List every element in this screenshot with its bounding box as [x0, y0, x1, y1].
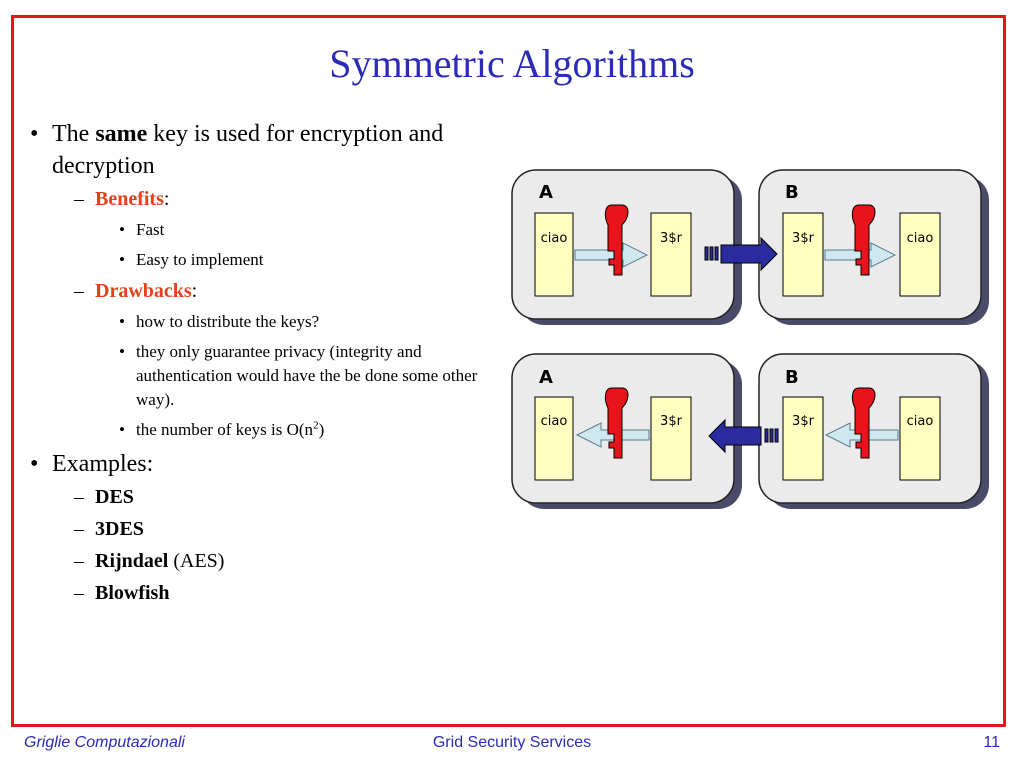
- transfer-stripe: [769, 428, 774, 443]
- dash-marker: –: [74, 582, 84, 604]
- example-item: –3DES: [30, 516, 510, 542]
- symmetric-encryption-diagram: A B ciao 3$r 3$r ciao A B ciao 3$r: [511, 169, 989, 509]
- drawback-item-keys-count: the number of keys is O(n2): [30, 418, 510, 442]
- transfer-stripe: [709, 246, 714, 261]
- footer-course-name: Griglie Computazionali: [24, 734, 185, 751]
- plaintext-label: ciao: [907, 231, 934, 246]
- bottom-row: A B ciao 3$r 3$r ciao: [511, 353, 989, 509]
- example-item: –DES: [30, 484, 510, 510]
- decrypt-arrow: [824, 242, 897, 268]
- bullet-text-suffix: key is used for encryption and decryptio…: [52, 121, 444, 179]
- example-name: Blowfish: [95, 582, 170, 604]
- bullet-examples: Examples:: [30, 448, 510, 480]
- transfer-arrow: [708, 418, 762, 454]
- panel-b-label: B: [785, 367, 799, 388]
- ciphertext-label: 3$r: [792, 414, 815, 429]
- ciphertext-document: [782, 396, 824, 481]
- keys-count-suffix: ): [318, 420, 325, 439]
- bullet-text-bold: same: [95, 121, 148, 147]
- slide-border: [11, 15, 1006, 727]
- ciphertext-label: 3$r: [660, 414, 683, 429]
- example-name: DES: [95, 486, 134, 508]
- drawback-item: how to distribute the keys?: [30, 310, 510, 334]
- example-item: –Blowfish: [30, 580, 510, 606]
- top-row: A B ciao 3$r 3$r ciao: [511, 169, 989, 325]
- drawback-item: they only guarantee privacy (integrity a…: [30, 340, 510, 412]
- plaintext-document: [534, 396, 574, 481]
- ciphertext-document: [650, 396, 692, 481]
- example-name: 3DES: [95, 518, 144, 540]
- colon: :: [191, 280, 198, 302]
- footer-page-number: 11: [983, 734, 1000, 751]
- transfer-stripe: [704, 246, 709, 261]
- benefit-item: Fast: [30, 218, 510, 242]
- subbullet-benefits: –Benefits:: [30, 186, 510, 212]
- footer-section-title: Grid Security Services: [432, 734, 592, 751]
- plaintext-label: ciao: [907, 414, 934, 429]
- ciphertext-document: [650, 212, 692, 297]
- panel-a-label: A: [539, 182, 553, 203]
- keys-count-exponent: 2: [313, 419, 319, 432]
- example-item: –Rijndael (AES): [30, 548, 510, 574]
- ciphertext-document: [782, 212, 824, 297]
- decrypt-arrow: [575, 422, 650, 448]
- transfer-stripe: [714, 246, 719, 261]
- dash-marker: –: [74, 280, 84, 302]
- benefits-label: Benefits: [95, 188, 164, 210]
- slide-title: Symmetric Algorithms: [329, 41, 695, 86]
- transfer-stripe: [764, 428, 769, 443]
- example-extra: (AES): [168, 550, 225, 572]
- ciphertext-label: 3$r: [660, 231, 683, 246]
- drawbacks-label: Drawbacks: [95, 280, 192, 302]
- panel-a-label: A: [539, 367, 553, 388]
- dash-marker: –: [74, 486, 84, 508]
- dash-marker: –: [74, 518, 84, 540]
- panel-b-label: B: [785, 182, 799, 203]
- plaintext-label: ciao: [541, 231, 568, 246]
- bullet-text-prefix: The: [52, 121, 96, 147]
- keys-count-prefix: the number of keys is O(n: [136, 420, 314, 439]
- benefit-item: Easy to implement: [30, 248, 510, 272]
- plaintext-document: [899, 212, 941, 297]
- dash-marker: –: [74, 188, 84, 210]
- plaintext-document: [534, 212, 574, 297]
- example-name: Rijndael: [95, 550, 169, 572]
- plaintext-document: [899, 396, 941, 481]
- dash-marker: –: [74, 550, 84, 572]
- plaintext-label: ciao: [541, 414, 568, 429]
- transfer-arrow: [720, 236, 778, 272]
- transfer-stripe: [774, 428, 779, 443]
- ciphertext-label: 3$r: [792, 231, 815, 246]
- colon: :: [163, 188, 170, 210]
- bullet-same-key: The same key is used for encryption and …: [30, 118, 510, 182]
- bullet-list: The same key is used for encryption and …: [30, 118, 510, 612]
- encrypt-arrow: [574, 242, 649, 268]
- subbullet-drawbacks: –Drawbacks:: [30, 278, 510, 304]
